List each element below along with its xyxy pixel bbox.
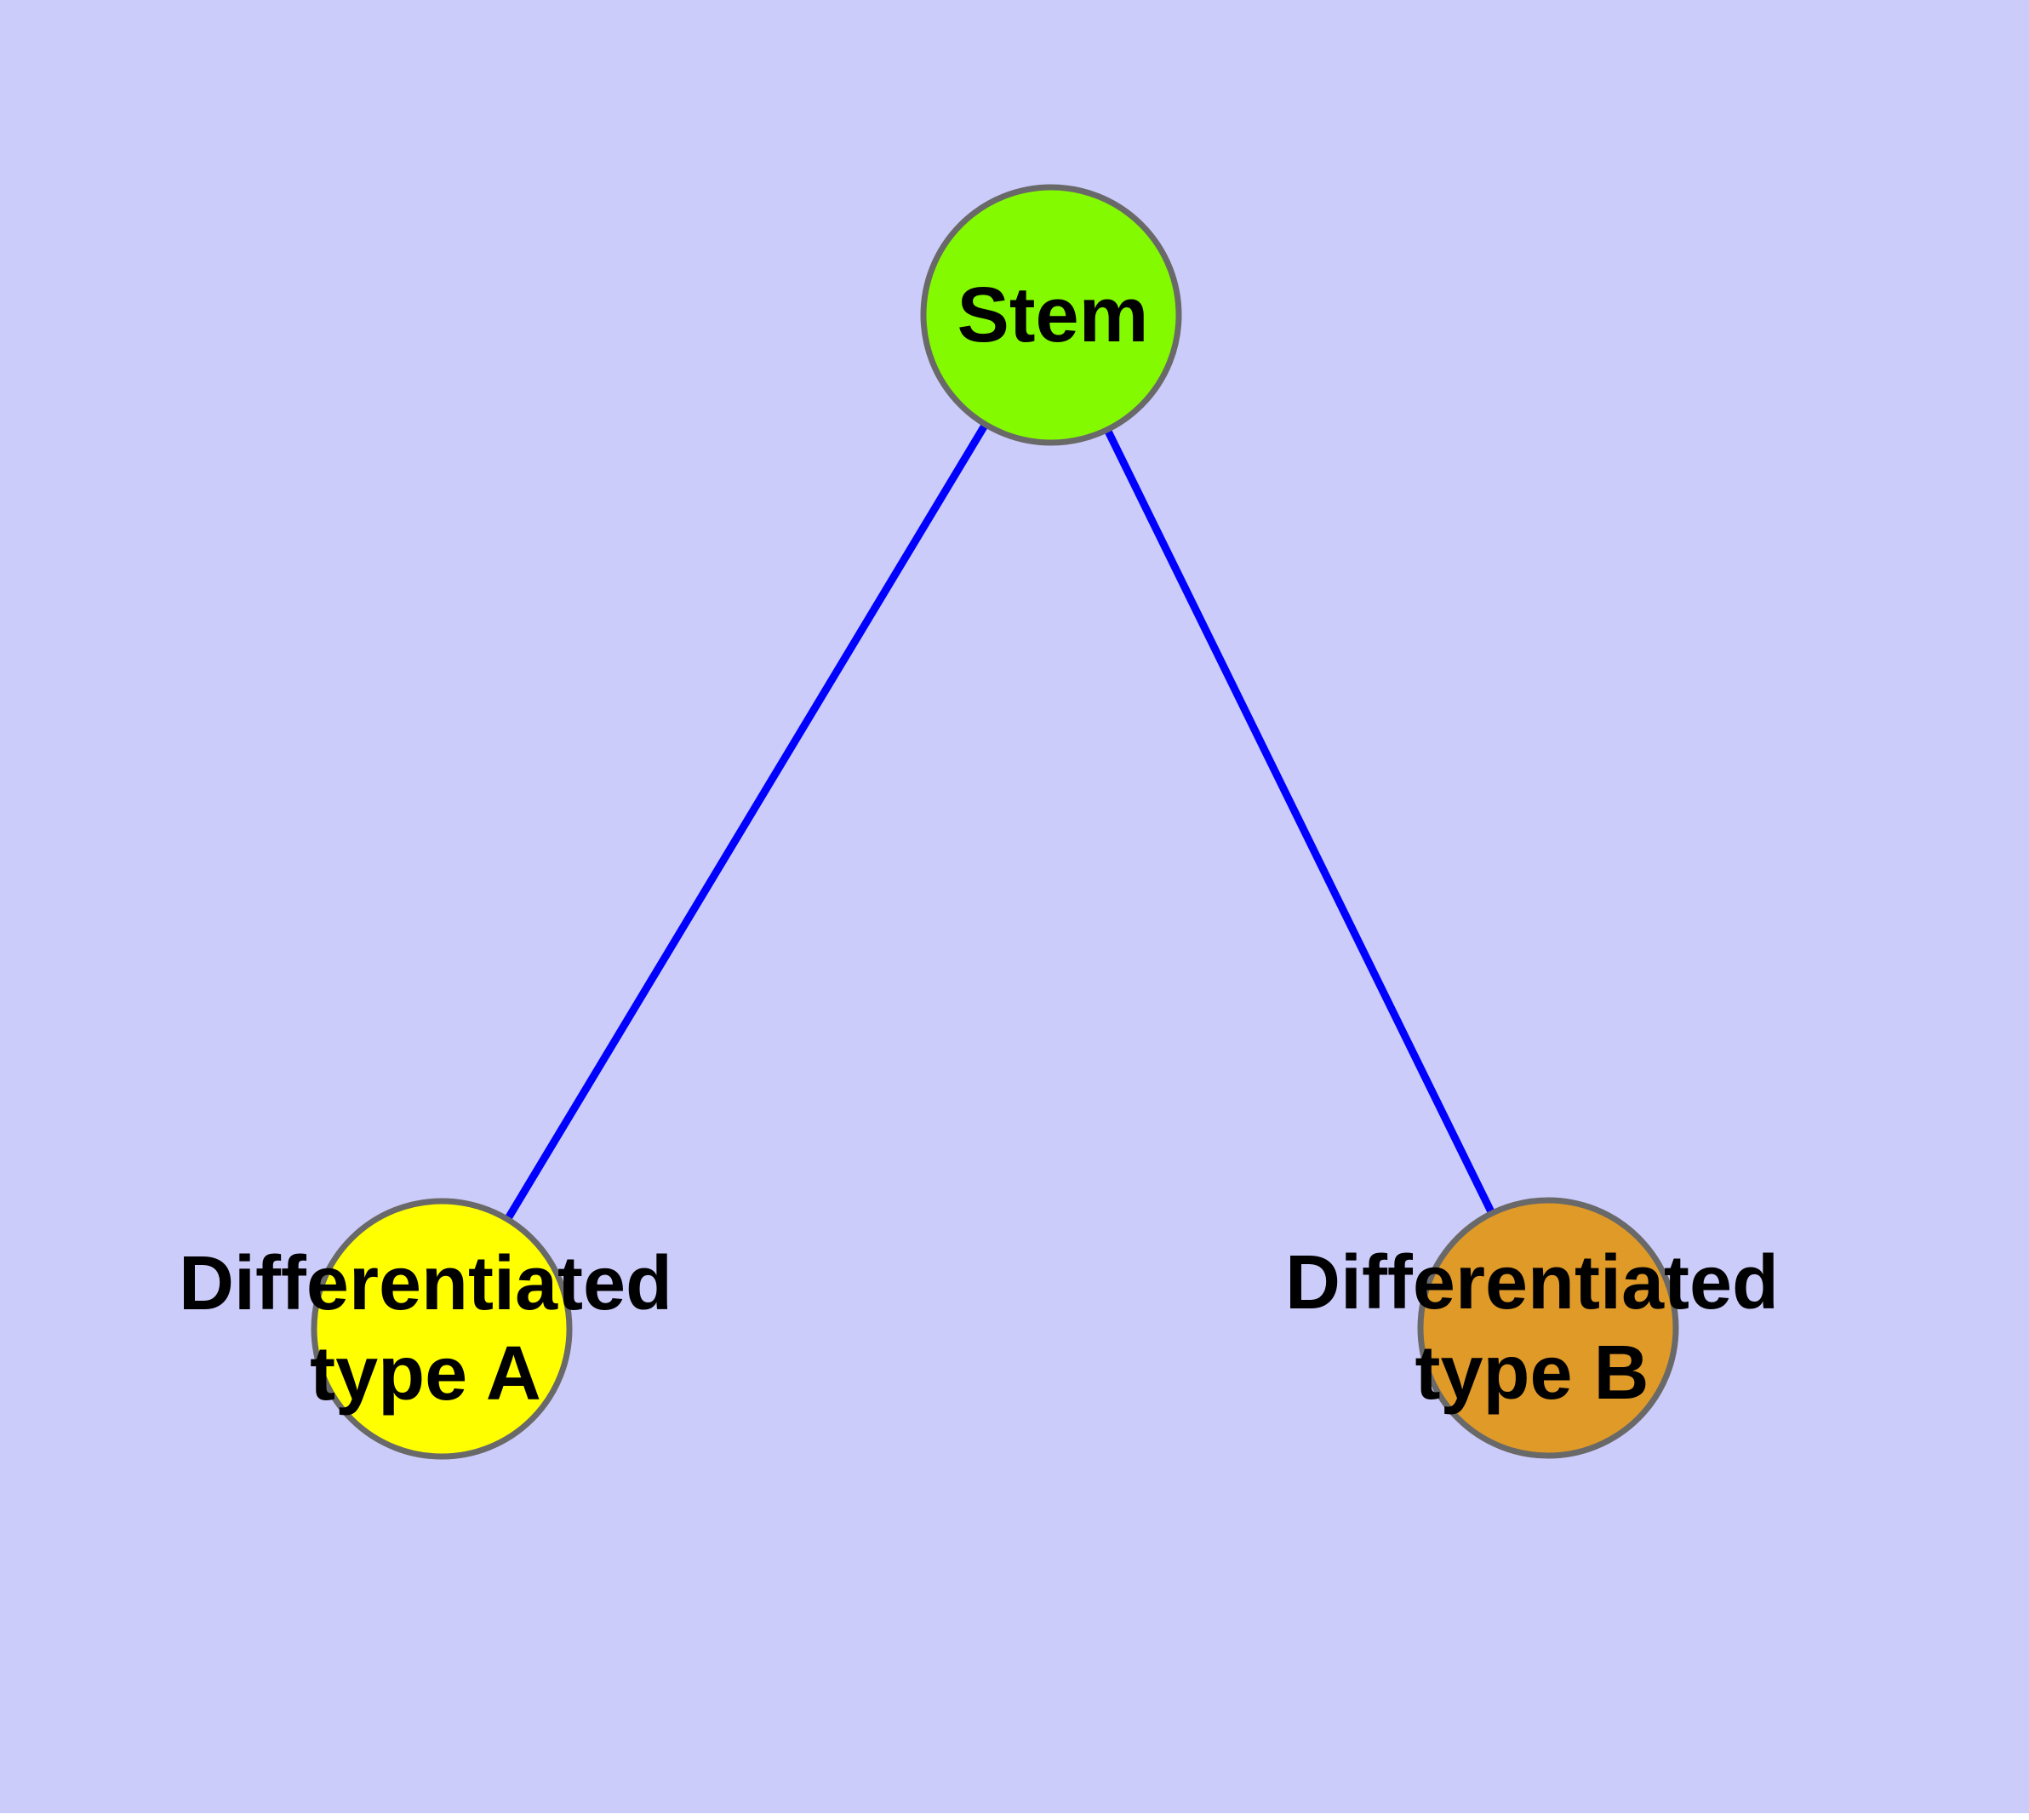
graph-node-label-line: type A [310,1331,541,1417]
graph-node-diff_b[interactable] [1417,1197,1679,1459]
graph-node-label-line: Stem [957,272,1149,358]
edge-layer [438,312,1552,1331]
graph-node-diff_a[interactable] [311,1198,573,1460]
graph-node-label-line: Differentiated [179,1241,672,1326]
node-layer [311,184,1679,1460]
graph-node-stem[interactable] [920,184,1182,446]
graph-edge-stem-to-diff-b[interactable] [1047,313,1552,1330]
graph-node-label-stem: Stem [957,272,1149,358]
graph-node-label-line: type B [1415,1331,1649,1416]
graph-edge-stem-to-diff-a[interactable] [438,312,1055,1331]
graph-node-label-line: Differentiated [1285,1240,1779,1325]
